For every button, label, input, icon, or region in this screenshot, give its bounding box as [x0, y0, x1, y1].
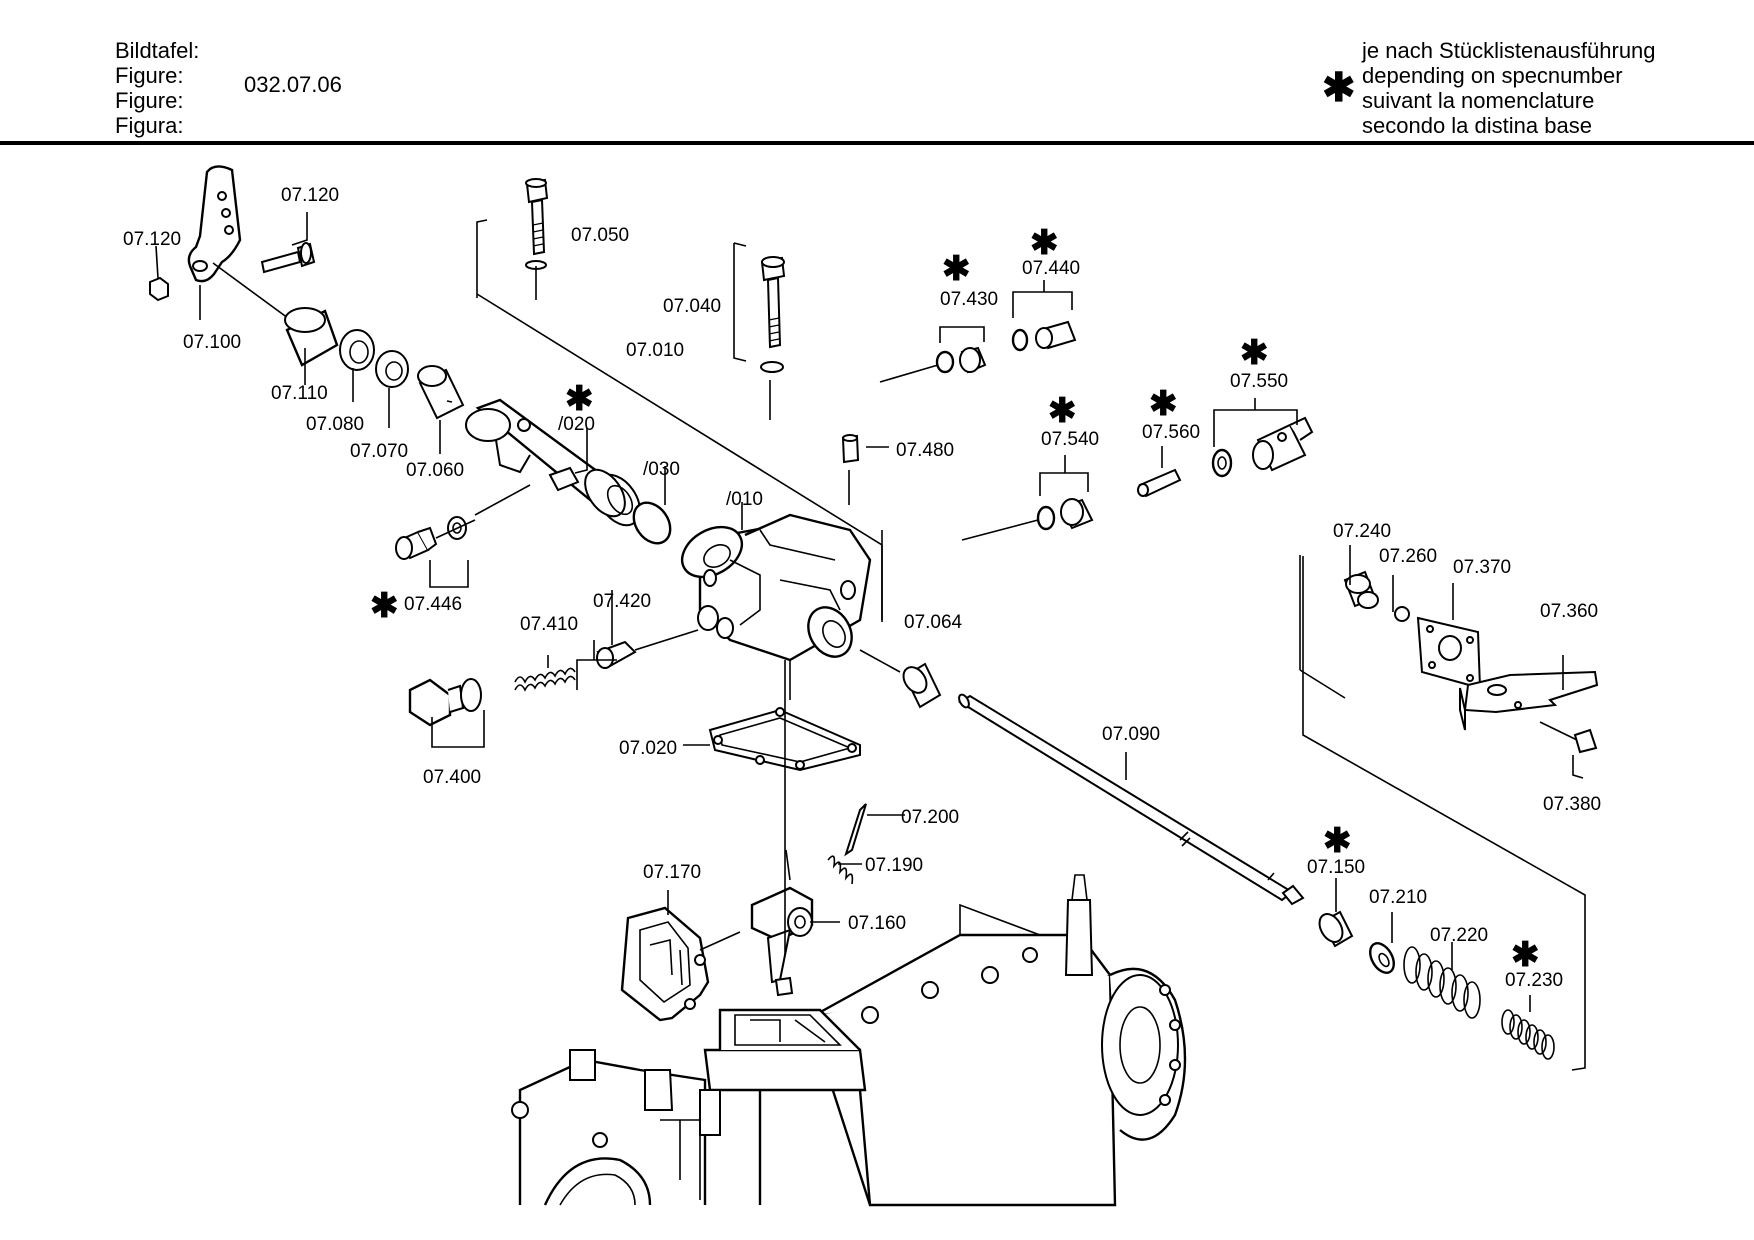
- screw-07-040: [760, 256, 786, 373]
- label-07-560: 07.560: [1142, 422, 1200, 443]
- label-07-370: 07.370: [1453, 557, 1511, 578]
- label-07-020: 07.020: [619, 738, 677, 759]
- asterisk-07-430: ✱: [942, 250, 971, 288]
- label-07-430: 07.430: [940, 289, 998, 310]
- note-line-it: secondo la distina base: [1362, 113, 1592, 138]
- label-07-170: 07.170: [643, 862, 701, 883]
- label-07-160: 07.160: [848, 913, 906, 934]
- detent-assembly: [408, 629, 699, 727]
- header-rule: [0, 141, 1754, 145]
- shift-cylinder: [465, 398, 672, 545]
- label-07-240: 07.240: [1333, 521, 1391, 542]
- label-07-440: 07.440: [1022, 258, 1080, 279]
- note-asterisk: ✱: [1322, 66, 1356, 110]
- header-label-figura: Figura:: [115, 113, 184, 138]
- label-07-260: 07.260: [1379, 546, 1437, 567]
- shift-shaft: [859, 649, 1305, 906]
- transmission-housing: [511, 874, 1187, 1207]
- label-07-100: 07.100: [183, 332, 241, 353]
- leader-lines: [155, 212, 1586, 1071]
- plug-07-446: [395, 516, 476, 560]
- label-07-400: 07.400: [423, 767, 481, 788]
- variant-asterisks: ✱ ✱ ✱ ✱ ✱ ✱ ✱ ✱ ✱: [370, 224, 1540, 974]
- label-07-420: 07.420: [593, 591, 651, 612]
- label-07-064: 07.064: [904, 612, 963, 633]
- selector-assembly: [620, 803, 867, 1022]
- breather-07-480: [841, 434, 860, 464]
- header-labels: Bildtafel: Figure: Figure: Figura:: [115, 38, 199, 138]
- switch-07-540: [961, 498, 1094, 541]
- switch-07-430-440: [879, 320, 1077, 383]
- label-07-360: 07.360: [1540, 601, 1598, 622]
- note-line-fr: suivant la nomenclature: [1362, 88, 1595, 113]
- figure-number: 032.07.06: [244, 72, 342, 97]
- label-07-150: 07.150: [1307, 857, 1365, 878]
- asterisk-07-540: ✱: [1048, 392, 1077, 430]
- label-07-220: 07.220: [1430, 925, 1488, 946]
- note-line-de: je nach Stücklistenausführung: [1362, 38, 1656, 63]
- label-07-120-bolt: 07.120: [281, 185, 339, 206]
- asterisk-07-440: ✱: [1030, 224, 1059, 262]
- asterisk-07-560: ✱: [1149, 385, 1178, 423]
- shift-housing: [680, 513, 872, 700]
- label-07-410: 07.410: [520, 614, 578, 635]
- label-07-446: 07.446: [404, 594, 462, 615]
- label-slash-010: /010: [726, 489, 763, 510]
- screw-07-050: [525, 178, 549, 270]
- label-07-050: 07.050: [571, 225, 629, 246]
- label-07-060: 07.060: [406, 460, 464, 481]
- label-07-120-nut: 07.120: [123, 229, 181, 250]
- asterisk-07-150: ✱: [1323, 822, 1352, 860]
- label-07-010: 07.010: [626, 340, 684, 361]
- asterisk-07-446: ✱: [370, 587, 399, 625]
- asterisk-07-230: ✱: [1511, 936, 1540, 974]
- label-07-040: 07.040: [663, 296, 721, 317]
- header-note: je nach Stücklistenausführung depending …: [1362, 38, 1656, 138]
- label-slash-030: /030: [643, 459, 680, 480]
- shaft-springs: [1318, 910, 1555, 1060]
- label-07-110: 07.110: [271, 383, 328, 404]
- label-07-090: 07.090: [1102, 724, 1160, 745]
- label-07-540: 07.540: [1041, 429, 1099, 450]
- label-07-200: 07.200: [901, 807, 959, 828]
- label-07-210: 07.210: [1369, 887, 1427, 908]
- label-07-070: 07.070: [350, 441, 408, 462]
- header-label-bildtafel: Bildtafel:: [115, 38, 200, 63]
- label-07-550: 07.550: [1230, 371, 1288, 392]
- header-label-figure-fr: Figure:: [115, 88, 184, 113]
- bracket-group: [1343, 570, 1599, 754]
- shift-lever: [149, 165, 316, 322]
- header-label-figure-en: Figure:: [115, 63, 184, 88]
- label-07-380: 07.380: [1543, 794, 1601, 815]
- label-07-190: 07.190: [865, 855, 923, 876]
- label-07-230: 07.230: [1505, 970, 1563, 991]
- part-labels: 07.120 07.120 07.100 07.050 07.040 07.43…: [123, 185, 1601, 991]
- asterisk-07-550: ✱: [1240, 334, 1269, 372]
- label-07-480: 07.480: [896, 440, 954, 461]
- note-line-en: depending on specnumber: [1362, 63, 1623, 88]
- cup-and-rings: [284, 307, 465, 420]
- asterisk-slash-020: ✱: [565, 380, 594, 418]
- label-slash-020: /020: [558, 414, 595, 435]
- label-07-080: 07.080: [306, 414, 364, 435]
